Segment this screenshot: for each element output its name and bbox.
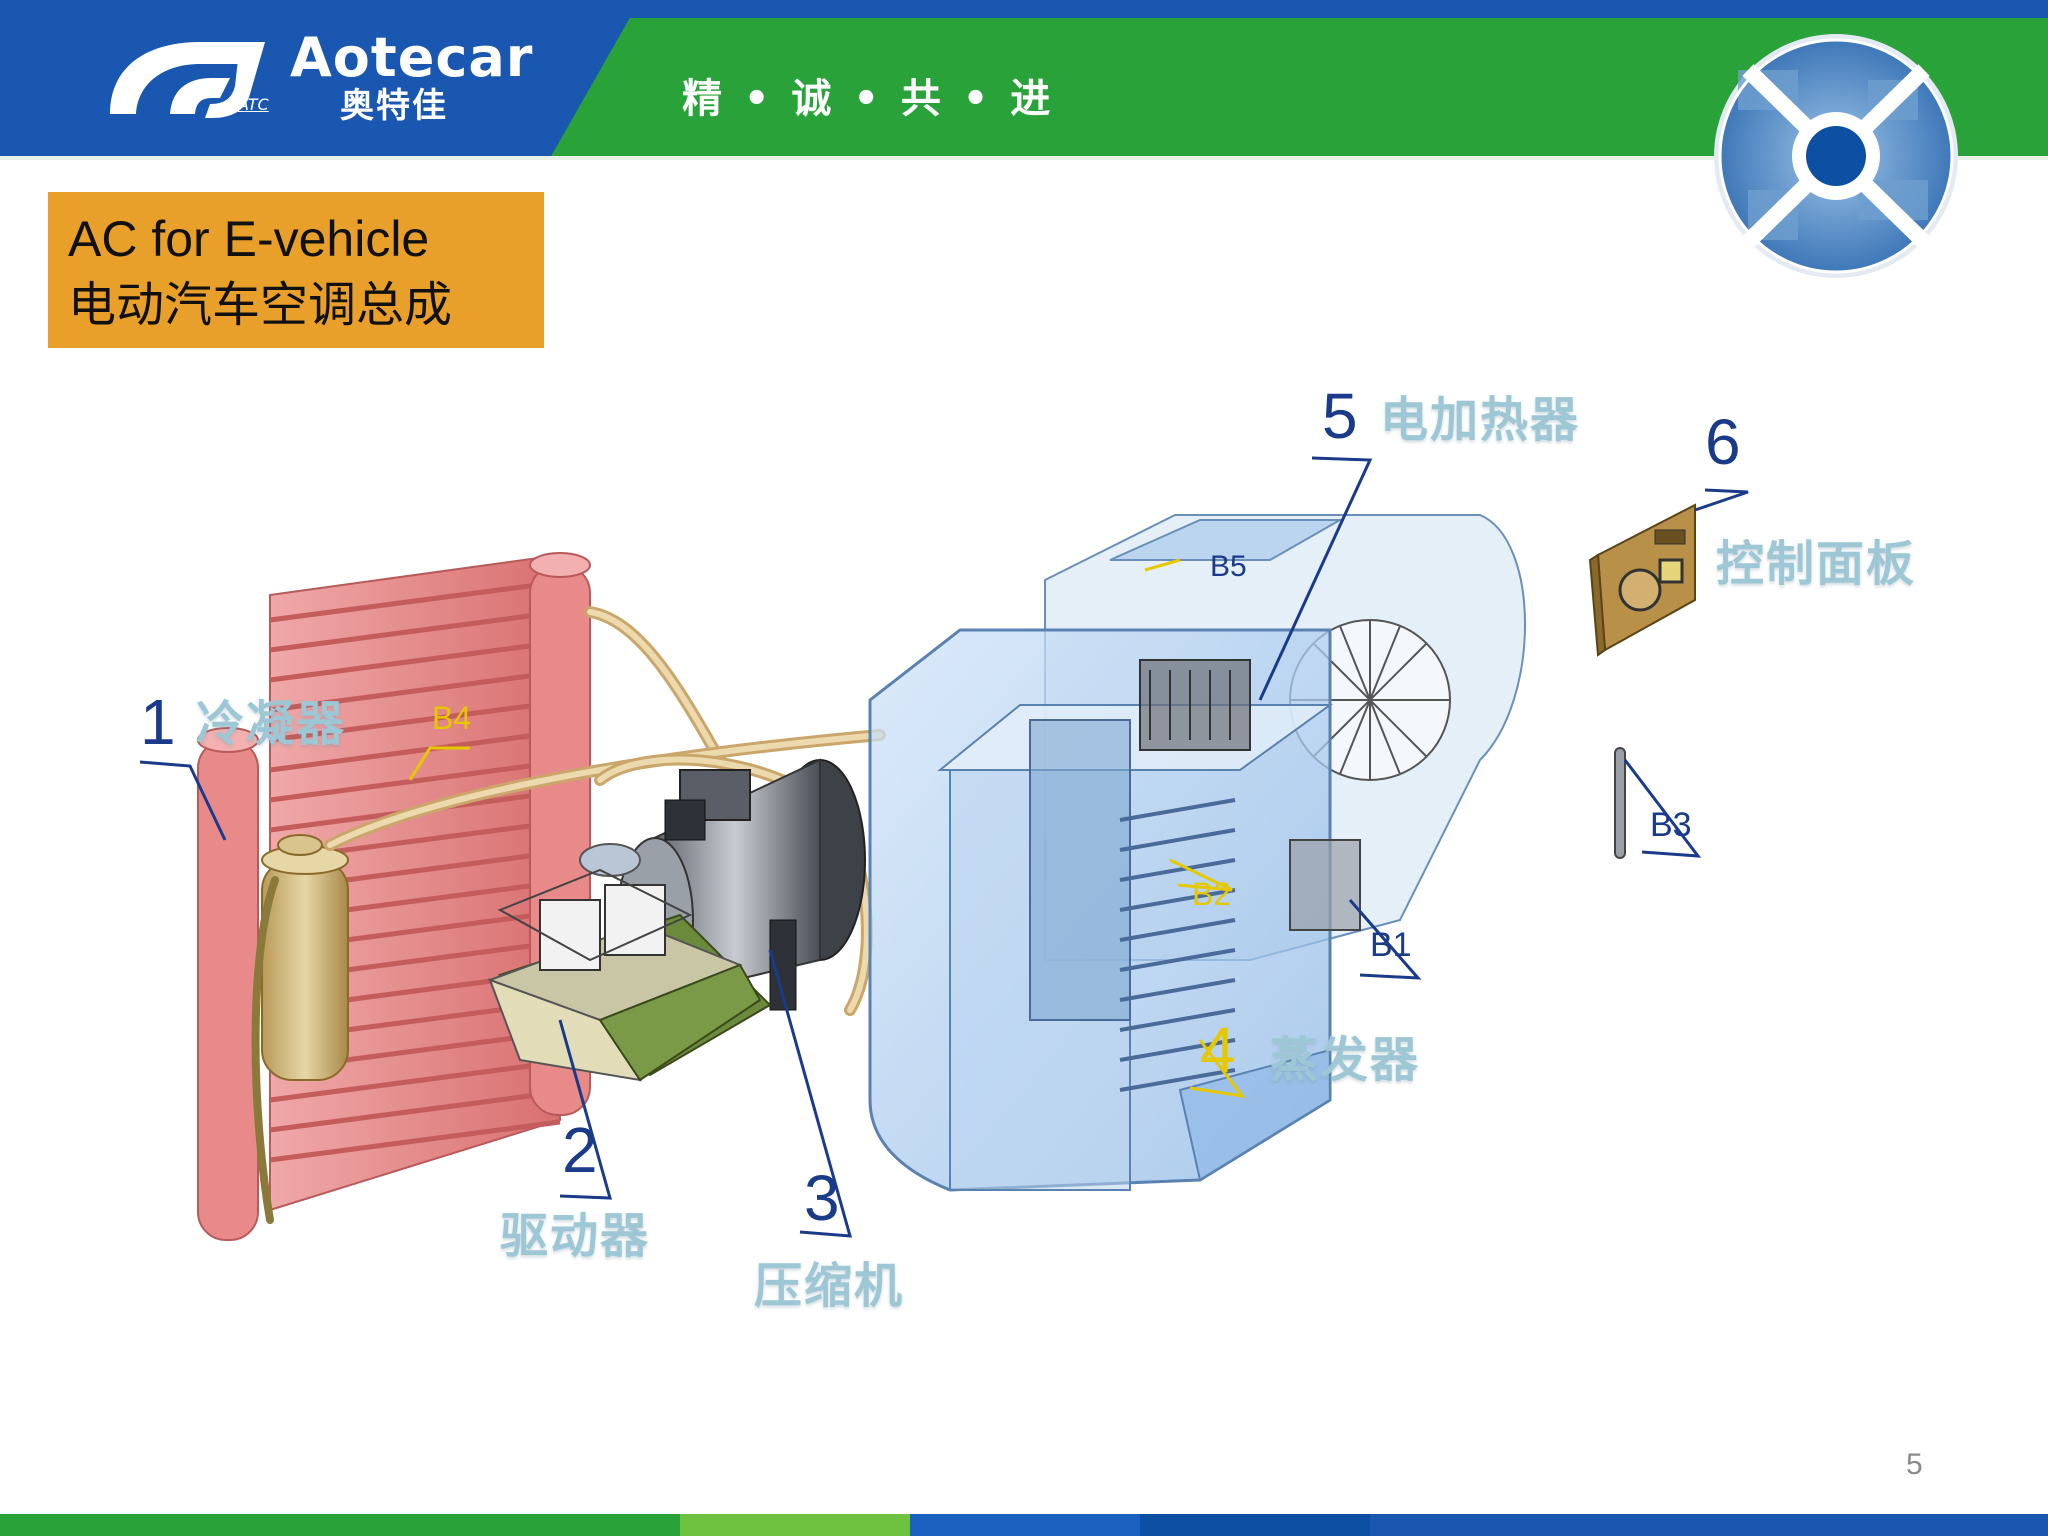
logo-atc-text: ATC (238, 95, 269, 114)
header-bar (0, 0, 2048, 160)
sensor-label-b2: B2 (1192, 876, 1232, 912)
label-number-4: 4 (1200, 1014, 1236, 1086)
logo-english-name: Aotecar (290, 26, 534, 89)
label-number-1: 1 (140, 686, 176, 758)
sensor-label-b3: B3 (1650, 806, 1692, 844)
label-name-compressor: 压缩机 (754, 1258, 905, 1314)
label-number-6: 6 (1705, 406, 1741, 478)
sensor-label-b1: B1 (1370, 926, 1412, 964)
sensor-b3-rod (1614, 747, 1626, 859)
label-name-control-panel: 控制面板 (1716, 536, 1917, 592)
condenser (197, 552, 591, 1241)
leader-lines-yellow (408, 558, 1246, 1099)
control-panel (1588, 503, 1696, 657)
footer-color-bar (0, 1514, 2048, 1536)
title-english: AC for E-vehicle (68, 211, 430, 267)
slide-title-box: AC for E-vehicle 电动汽车空调总成 (48, 192, 544, 348)
label-name-condenser: 冷凝器 (196, 696, 347, 752)
sensor-label-b4: B4 (432, 700, 472, 736)
factory-photo-emblem (1714, 34, 1958, 278)
label-name-heater: 电加热器 (1380, 392, 1581, 448)
inverter-driver (487, 868, 772, 1082)
label-number-5: 5 (1322, 380, 1358, 452)
label-name-evaporator: 蒸发器 (1270, 1032, 1421, 1088)
title-chinese: 电动汽车空调总成 (68, 277, 453, 333)
page-number: 5 (1906, 1448, 1923, 1481)
logo-chinese-name: 奥特佳 (340, 86, 448, 126)
aotecar-logo-icon (110, 42, 265, 118)
sensor-label-b5: B5 (1210, 550, 1247, 583)
company-motto: 精 • 诚 • 共 • 进 (682, 76, 1055, 122)
label-number-3: 3 (804, 1162, 840, 1234)
label-number-2: 2 (562, 1114, 598, 1186)
leader-lines (139, 456, 1749, 1238)
hvac-evaporator-box (868, 514, 1526, 1192)
label-name-driver: 驱动器 (500, 1208, 651, 1264)
